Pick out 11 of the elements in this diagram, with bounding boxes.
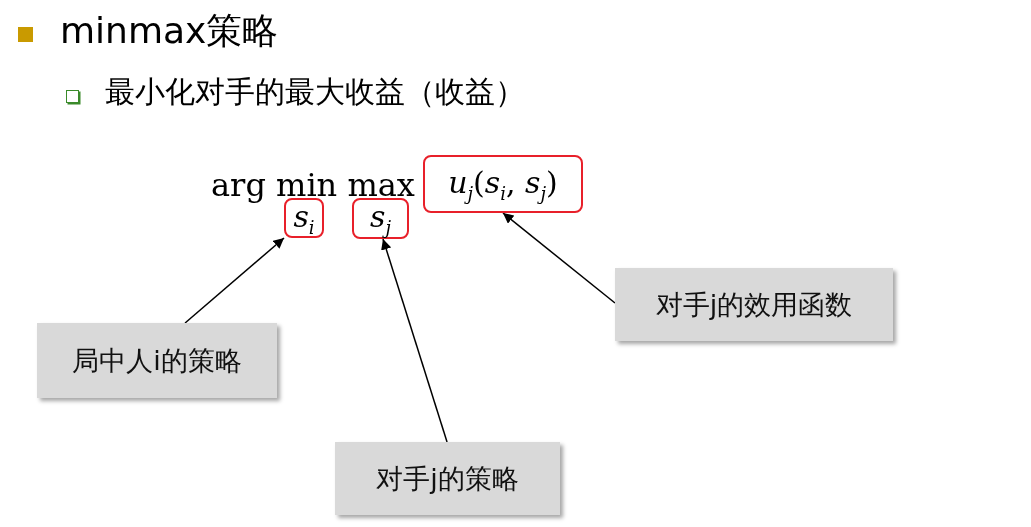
arrow (381, 238, 448, 443)
callout-box: 对手j的策略 (335, 442, 560, 515)
highlight-box: s$_{i}$ (284, 198, 324, 238)
highlight-box: u$_{j}$(s$_{i}$, s$_{j}$) (423, 155, 583, 213)
subtitle: 最小化对手的最大收益（收益） (105, 73, 525, 111)
arrow (502, 212, 616, 304)
highlight-box: s$_{j}$ (352, 198, 409, 239)
callout-box: 局中人i的策略 (37, 323, 277, 398)
callout-box: 对手j的效用函数 (615, 268, 893, 341)
arrow (184, 237, 285, 324)
title: minmax策略 (60, 9, 279, 53)
